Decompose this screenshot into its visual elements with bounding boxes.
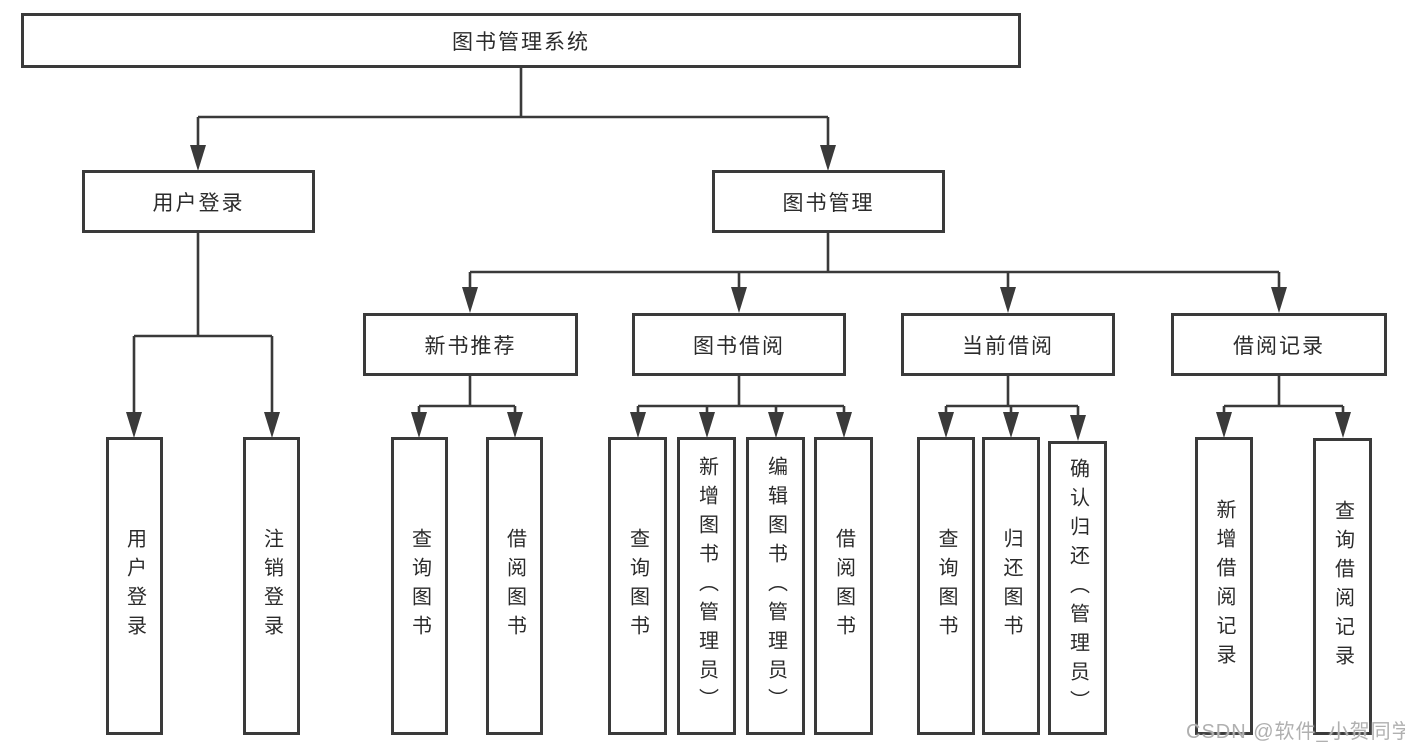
node-root-label: 图书管理系统 xyxy=(452,30,590,54)
connector-borrow-records-to-leaves xyxy=(1216,376,1351,438)
connector-root-to-level2 xyxy=(190,68,836,171)
connector-book-borrow-to-leaves xyxy=(630,376,852,438)
connector-user-login-to-leaves xyxy=(126,233,280,438)
leaf-cb-query-books: 查询图书 xyxy=(917,437,975,735)
leaf-logout-label: 注销登录 xyxy=(260,528,283,644)
leaf-nb-query-books-label: 查询图书 xyxy=(408,528,431,644)
node-new-book-recommend: 新书推荐 xyxy=(363,313,578,376)
leaf-cb-query-books-label: 查询图书 xyxy=(935,528,957,644)
leaf-nb-borrow-books: 借阅图书 xyxy=(486,437,543,735)
leaf-cb-return-books: 归还图书 xyxy=(982,437,1040,735)
leaf-nb-query-books: 查询图书 xyxy=(391,437,448,735)
leaf-br-add-record: 新增借阅记录 xyxy=(1195,437,1253,735)
node-current-borrow: 当前借阅 xyxy=(901,313,1115,376)
leaf-logout: 注销登录 xyxy=(243,437,300,735)
node-book-management: 图书管理 xyxy=(712,170,945,233)
leaf-br-add-record-label: 新增借阅记录 xyxy=(1213,499,1235,673)
leaf-cb-confirm-return-admin: 确认归还（管理员） xyxy=(1048,441,1107,735)
connector-book-mgmt-to-sections xyxy=(462,233,1287,313)
node-user-login-label: 用户登录 xyxy=(152,191,245,215)
node-new-book-recommend-label: 新书推荐 xyxy=(424,334,517,358)
node-book-management-label: 图书管理 xyxy=(782,191,875,215)
leaf-bb-edit-books-admin-label: 编辑图书（管理员） xyxy=(764,455,787,717)
node-borrow-records: 借阅记录 xyxy=(1171,313,1387,376)
leaf-bb-query-books: 查询图书 xyxy=(608,437,667,735)
leaf-bb-add-books-admin-label: 新增图书（管理员） xyxy=(695,455,718,717)
leaf-bb-borrow-books: 借阅图书 xyxy=(814,437,873,735)
node-user-login: 用户登录 xyxy=(82,170,315,233)
leaf-cb-return-books-label: 归还图书 xyxy=(1000,528,1022,644)
node-book-borrow-label: 图书借阅 xyxy=(693,334,785,358)
node-root: 图书管理系统 xyxy=(21,13,1021,68)
leaf-bb-edit-books-admin: 编辑图书（管理员） xyxy=(746,437,805,735)
node-book-borrow: 图书借阅 xyxy=(632,313,846,376)
leaf-bb-borrow-books-label: 借阅图书 xyxy=(832,528,855,644)
leaf-user-login: 用户登录 xyxy=(106,437,163,735)
csdn-watermark: CSDN @软件_小贺同学 xyxy=(1186,721,1405,743)
node-borrow-records-label: 借阅记录 xyxy=(1233,334,1325,358)
leaf-br-query-record-label: 查询借阅记录 xyxy=(1331,499,1354,674)
leaf-bb-add-books-admin: 新增图书（管理员） xyxy=(677,437,736,735)
connector-current-borrow-to-leaves xyxy=(938,376,1086,441)
leaf-cb-confirm-return-admin-label: 确认归还（管理员） xyxy=(1066,457,1089,719)
leaf-br-query-record: 查询借阅记录 xyxy=(1313,438,1372,735)
leaf-user-login-label: 用户登录 xyxy=(123,528,146,644)
leaf-nb-borrow-books-label: 借阅图书 xyxy=(503,528,526,644)
node-current-borrow-label: 当前借阅 xyxy=(962,334,1054,358)
connector-new-books-to-leaves xyxy=(411,376,523,438)
leaf-bb-query-books-label: 查询图书 xyxy=(626,528,649,644)
